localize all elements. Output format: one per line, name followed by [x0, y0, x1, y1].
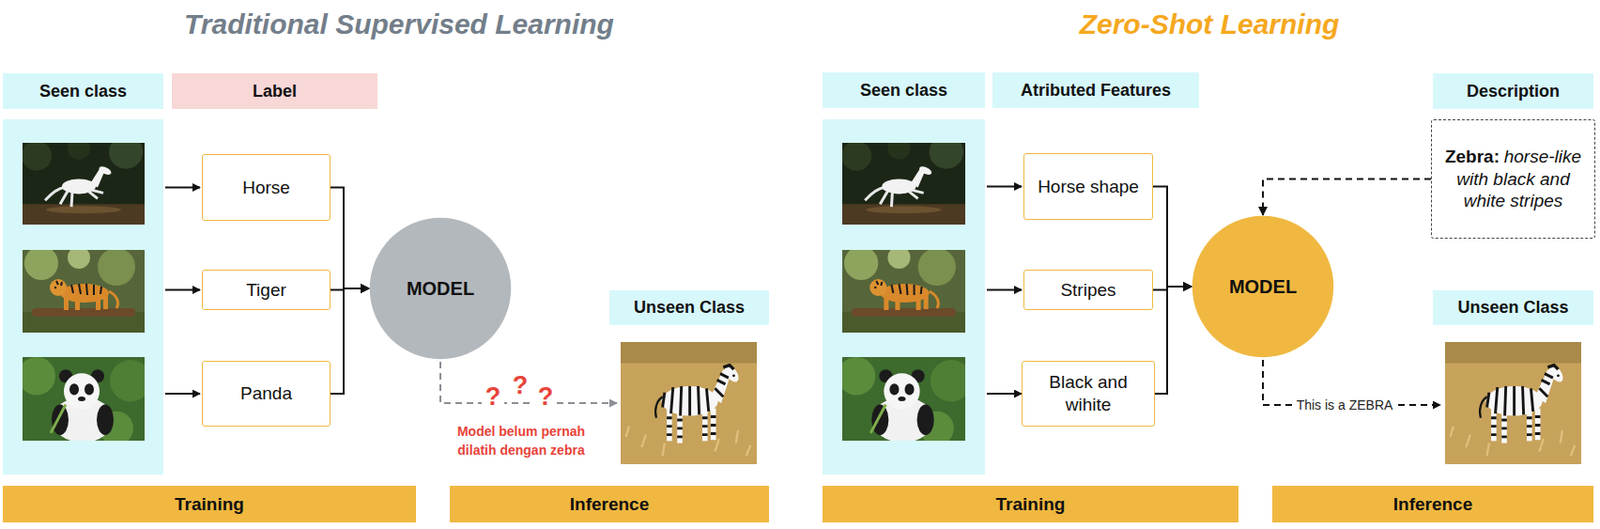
node-text: Horse shape	[1037, 176, 1139, 197]
phase-bar: Inference	[449, 485, 770, 523]
image-arrow	[986, 289, 1022, 292]
node-text: Atributed Features	[1020, 80, 1171, 100]
node-text: Training	[996, 493, 1066, 514]
horse-photo	[21, 135, 145, 225]
seen-class-column	[2, 119, 164, 475]
text-wrap: MODEL	[406, 276, 475, 301]
text-wrap: Unseen Class	[633, 296, 745, 319]
text-wrap: Seen class	[39, 80, 127, 103]
connector-arrow	[1153, 186, 1192, 288]
panel-title: Zero-Shot Learning	[974, 8, 1445, 41]
feature-box: Stripes	[1023, 269, 1154, 310]
text-wrap: Training	[174, 492, 245, 516]
image-arrow	[165, 392, 200, 395]
model-circle-fill	[1192, 215, 1334, 357]
node-text: Description	[1466, 81, 1560, 101]
text-wrap: Tiger	[246, 278, 287, 302]
label-box: Horse	[201, 153, 331, 221]
connector-arrow	[330, 187, 370, 290]
arrow-label: This is a ZEBRA	[1293, 396, 1396, 414]
feature-box: Horse shape	[1023, 153, 1154, 220]
text-wrap: Inference	[1393, 492, 1473, 516]
text-wrap: MODEL	[1229, 275, 1297, 299]
image-arrow	[165, 186, 200, 189]
text-wrap: Inference	[569, 492, 649, 516]
node-text: Training	[174, 493, 245, 514]
node-text: Unseen Class	[1457, 297, 1569, 317]
column-header: Seen class	[822, 72, 985, 108]
panda-photo	[837, 356, 972, 446]
phase-bar: Training	[822, 485, 1239, 523]
text-wrap: Training	[996, 492, 1066, 516]
node-text: Black and wihite	[1048, 371, 1127, 415]
text-wrap: Horse shape	[1037, 175, 1139, 199]
text-wrap: Seen class	[860, 79, 948, 102]
text-wrap: Horse	[242, 176, 291, 200]
node-text: Panda	[240, 383, 293, 403]
node-text: Stripes	[1060, 279, 1116, 300]
text-wrap: Panda	[240, 382, 293, 405]
panda-photo	[17, 356, 152, 446]
node-text: Inference	[569, 493, 649, 514]
feature-box: Black and wihite	[1021, 360, 1155, 427]
label-box: Tiger	[201, 269, 331, 310]
column-header: Seen class	[2, 73, 164, 109]
model-circle: MODEL	[369, 216, 512, 360]
label-box: Panda	[201, 360, 331, 427]
horse-photo	[841, 135, 966, 225]
connector-arrow	[1262, 179, 1431, 216]
question-mark: ?	[534, 383, 557, 412]
node-text: Zebra:	[1445, 146, 1500, 167]
node-text: Unseen Class	[633, 297, 745, 317]
text-wrap: Zebra:horse-like with black and white st…	[1439, 145, 1587, 213]
text-wrap: Atributed Features	[1020, 79, 1171, 102]
image-arrow	[165, 289, 200, 292]
node-text: Tiger	[246, 279, 287, 300]
text-wrap: Black and wihite	[1031, 370, 1145, 416]
seen-class-column	[822, 119, 985, 475]
description-box: Zebra:horse-like with black and white st…	[1430, 119, 1596, 239]
tiger-photo	[842, 246, 966, 333]
node-text: MODEL	[1229, 276, 1297, 297]
question-mark: ?	[508, 371, 532, 400]
zebra-photo	[1445, 341, 1582, 464]
column-header: Unseen Class	[609, 290, 770, 325]
zebra-photo	[620, 341, 757, 464]
text-wrap: Unseen Class	[1457, 296, 1569, 319]
warning-note: Model belum pernah dilatih dengan zebra	[436, 422, 606, 460]
tiger-photo	[22, 246, 145, 333]
node-text: Inference	[1393, 493, 1473, 514]
image-arrow	[986, 185, 1022, 188]
connector-arrow	[330, 288, 370, 394]
text-wrap: Description	[1466, 80, 1560, 103]
column-header: Atributed Features	[992, 72, 1200, 108]
node-text: Seen class	[860, 80, 948, 100]
node-text: Label	[252, 81, 297, 101]
text-wrap: Label	[252, 80, 297, 103]
question-mark: ?	[481, 383, 505, 412]
connector-arrow	[1154, 286, 1192, 394]
node-text: Horse	[242, 177, 291, 198]
image-arrow	[986, 392, 1022, 395]
phase-bar: Training	[2, 485, 416, 523]
node-text: Seen class	[39, 81, 127, 101]
node-text: MODEL	[406, 277, 475, 299]
inference-dashed-arrow	[440, 361, 617, 403]
panel-title: Traditional Supervised Learning	[117, 8, 681, 41]
phase-bar: Inference	[1272, 485, 1594, 523]
column-header: Description	[1432, 73, 1594, 109]
model-circle: MODEL	[1191, 215, 1335, 358]
column-header: Unseen Class	[1432, 290, 1594, 325]
column-header: Label	[171, 73, 378, 109]
text-wrap: Stripes	[1060, 278, 1116, 302]
model-circle-fill	[369, 217, 511, 359]
